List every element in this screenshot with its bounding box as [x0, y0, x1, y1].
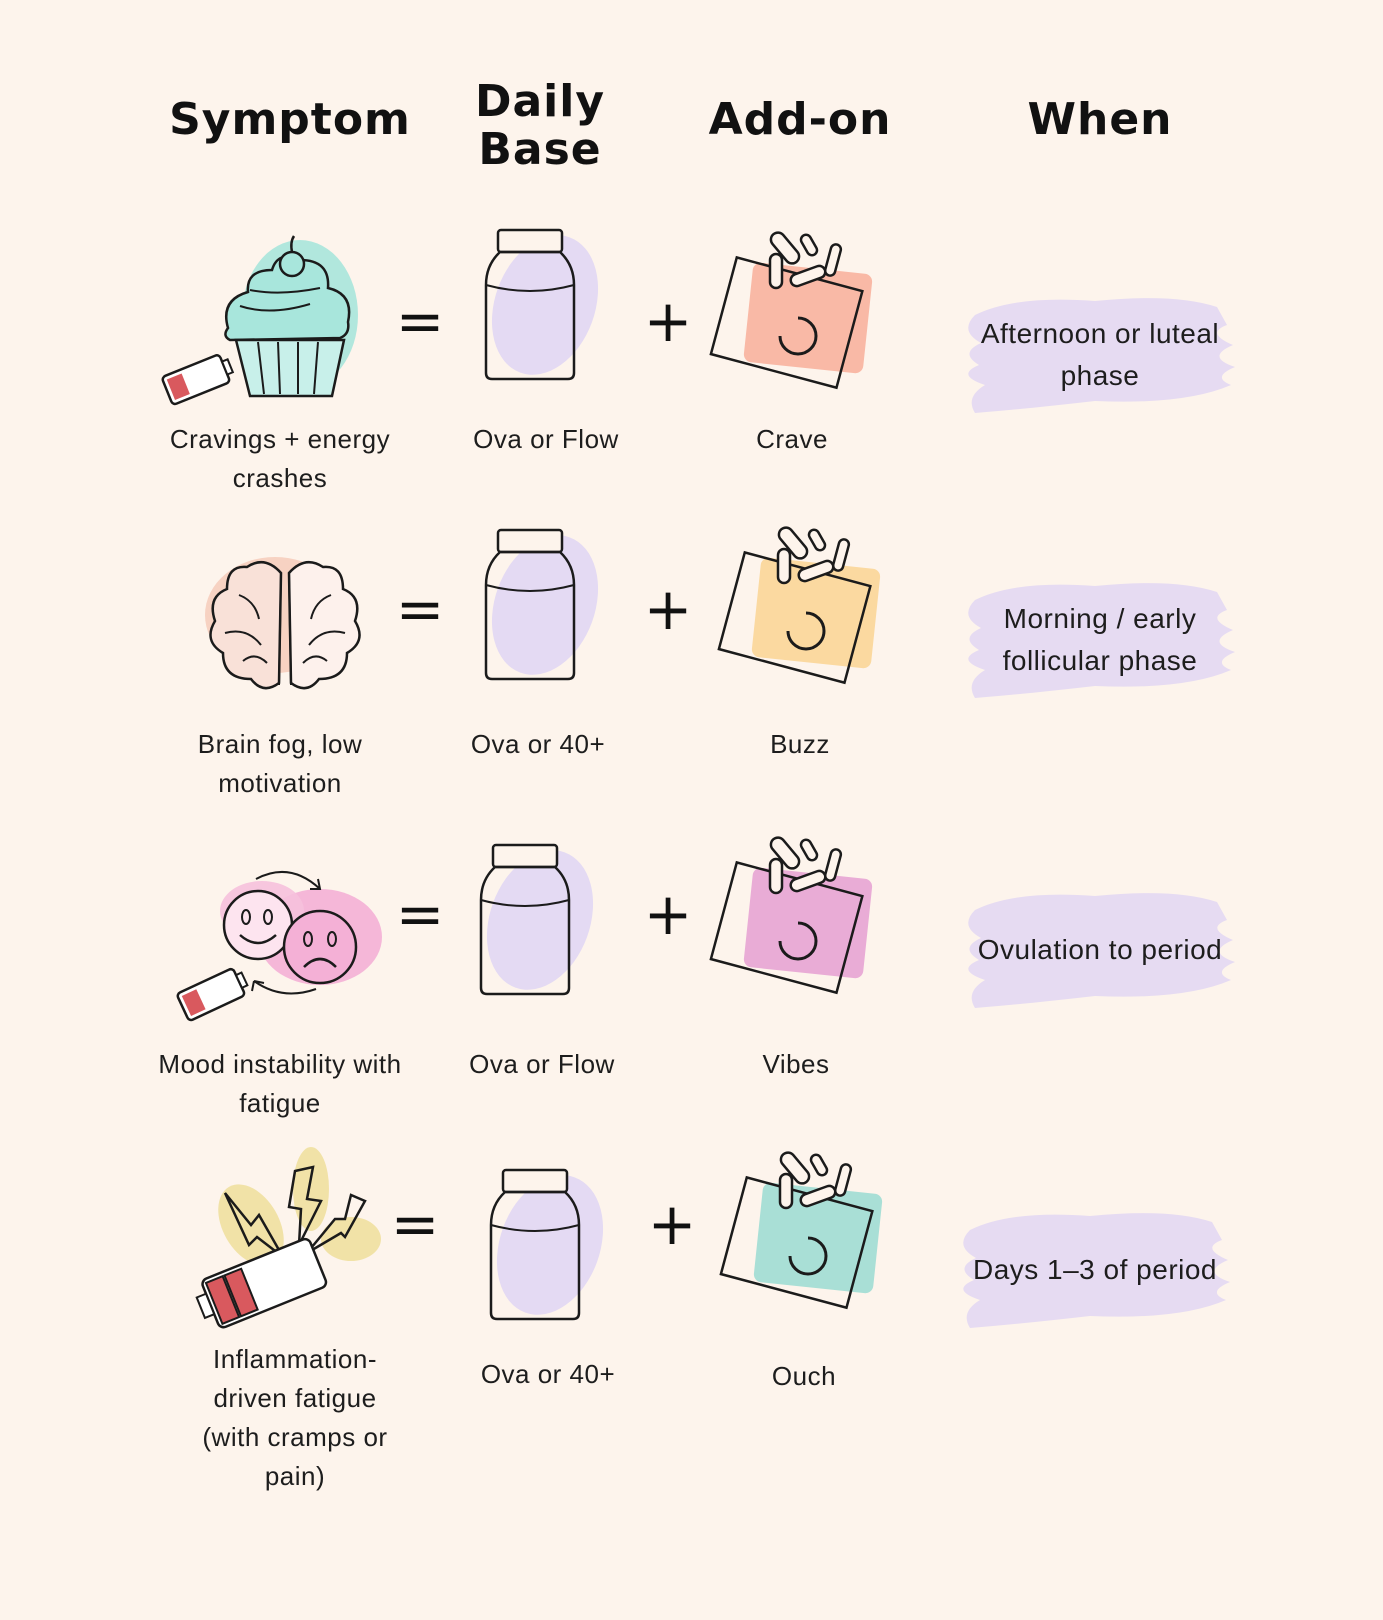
table-row: = + Ovulation to period Mood instability… — [0, 836, 1383, 1125]
table-header: Symptom Daily Base Add-on When — [0, 0, 1383, 200]
addon-label: Ouch — [771, 1361, 837, 1391]
bottle-icon — [479, 843, 594, 996]
when-text: Morning / early follicular phase — [1002, 603, 1198, 676]
when-badge: Ovulation to period — [955, 880, 1245, 1020]
equals-sign: = — [395, 575, 445, 643]
supplement-packet-icon — [719, 1151, 883, 1310]
base-label: Ova or Flow — [469, 1049, 615, 1079]
when-badge: Morning / early follicular phase — [955, 570, 1245, 710]
plus-sign: + — [647, 1190, 697, 1258]
supplement-packet-icon — [709, 836, 873, 995]
header-addon: Add-on — [708, 94, 892, 145]
when-text: Ovulation to period — [977, 934, 1223, 965]
cupcake-icon — [161, 235, 358, 406]
symptom-label: Cravings + energy crashes — [169, 424, 391, 493]
lightning-battery-icon — [195, 1147, 381, 1329]
when-text: Afternoon or luteal phase — [980, 318, 1220, 391]
equals-sign: = — [395, 287, 445, 355]
table-row: = + Morning / early follicular phase Bra… — [0, 525, 1383, 805]
bottle-icon — [484, 528, 599, 681]
header-symptom: Symptom — [169, 94, 411, 145]
when-badge: Afternoon or luteal phase — [955, 285, 1245, 425]
when-badge: Days 1–3 of period — [950, 1200, 1240, 1340]
plus-sign: + — [643, 880, 693, 948]
bottle-icon — [489, 1168, 604, 1321]
supplement-packet-icon — [709, 231, 873, 390]
symptom-label: Inflammation-driven fatigue (with cramps… — [202, 1344, 388, 1491]
equals-sign: = — [395, 880, 445, 948]
equals-sign: = — [390, 1190, 440, 1258]
bottle-icon — [484, 228, 599, 381]
table-row: = + Days 1–3 of period Inflammation-driv… — [0, 1145, 1383, 1505]
symptom-label: Brain fog, low motivation — [197, 729, 363, 798]
plus-sign: + — [643, 287, 693, 355]
header-when: When — [1027, 94, 1173, 145]
base-label: Ova or Flow — [473, 424, 619, 454]
base-label: Ova or 40+ — [470, 729, 606, 759]
plus-sign: + — [643, 575, 693, 643]
symptom-label: Mood instability with fatigue — [158, 1049, 402, 1118]
header-daily-base: Daily Base — [474, 76, 606, 175]
base-label: Ova or 40+ — [480, 1359, 616, 1389]
when-text: Days 1–3 of period — [972, 1254, 1218, 1285]
table-row: = + Afternoon or luteal phase Cravings +… — [0, 220, 1383, 500]
addon-label: Vibes — [762, 1049, 830, 1079]
brain-icon — [205, 557, 361, 690]
supplement-packet-icon — [717, 526, 881, 685]
mood-faces-icon — [176, 871, 382, 1022]
addon-label: Buzz — [770, 729, 830, 759]
addon-label: Crave — [756, 424, 828, 454]
